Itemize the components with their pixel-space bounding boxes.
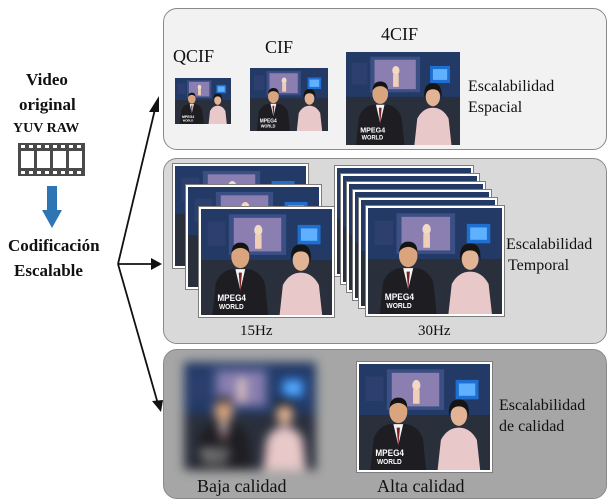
rate-label-15hz: 15Hz: [240, 323, 273, 339]
svg-text:WORLD: WORLD: [362, 135, 384, 141]
svg-text:MPEG4: MPEG4: [217, 293, 246, 303]
quality-high-label: Alta calidad: [377, 476, 465, 496]
svg-text:WORLD: WORLD: [386, 303, 411, 310]
film-strip-icon: [18, 143, 85, 176]
svg-text:MPEG4: MPEG4: [182, 115, 195, 119]
svg-text:WORLD: WORLD: [219, 304, 244, 311]
svg-text:MPEG4: MPEG4: [375, 448, 404, 458]
svg-text:WORLD: WORLD: [202, 458, 227, 465]
quality-label-line1: Escalabilidad: [499, 397, 586, 414]
quality-label-line2: de calidad: [499, 418, 565, 435]
input-format: YUV RAW: [13, 121, 80, 136]
arrow-head-spatial: [149, 96, 159, 112]
arrow-head-quality: [152, 400, 163, 412]
quality-low-label: Baja calidad: [197, 476, 287, 496]
svg-text:MPEG4: MPEG4: [260, 118, 277, 124]
input-title-line2: original: [19, 95, 76, 114]
svg-text:WORLD: WORLD: [183, 118, 194, 122]
spatial-label-line2: Espacial: [468, 99, 523, 116]
svg-text:MPEG4: MPEG4: [385, 292, 414, 302]
rate-label-30hz: 30Hz: [418, 323, 451, 339]
size-label-cif: CIF: [265, 37, 294, 57]
svg-text:WORLD: WORLD: [261, 123, 276, 128]
svg-text:WORLD: WORLD: [377, 459, 402, 466]
process-line1: Codificación: [8, 236, 100, 255]
size-label-4cif: 4CIF: [381, 24, 419, 44]
svg-text:MPEG4: MPEG4: [201, 447, 230, 457]
spatial-label-line1: Escalabilidad: [468, 78, 555, 95]
temporal-label-line1: Escalabilidad: [506, 236, 593, 253]
size-label-qcif: QCIF: [173, 46, 215, 66]
process-line2: Escalable: [14, 261, 83, 280]
input-title-line1: Video: [26, 70, 68, 89]
temporal-label-line2: Temporal: [508, 257, 570, 274]
down-arrow-icon: [42, 186, 62, 228]
svg-text:MPEG4: MPEG4: [360, 125, 386, 134]
arrow-head-temporal: [151, 258, 162, 270]
